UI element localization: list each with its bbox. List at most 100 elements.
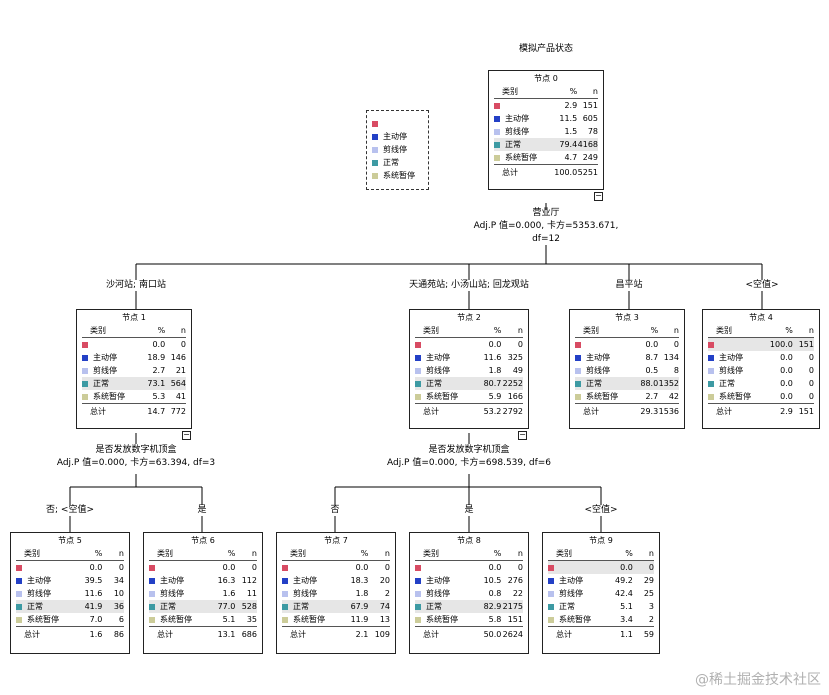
category-swatch-icon <box>82 367 88 374</box>
percent-value: 5.8 <box>488 615 502 624</box>
count-value: 35 <box>246 615 257 624</box>
percent-value: 4.7 <box>564 153 578 162</box>
header-percent: % <box>473 547 502 561</box>
category-label: 剪线停 <box>160 589 184 598</box>
percent-value: 2.9 <box>564 101 578 110</box>
category-label: 正常 <box>426 602 442 611</box>
category-swatch-icon <box>708 354 714 361</box>
category-label: 系统暂停 <box>586 392 618 401</box>
node-title: 节点 4 <box>749 313 773 322</box>
percent-value: 0.0 <box>89 563 103 572</box>
percent-value: 18.9 <box>147 353 166 362</box>
count-value: 4168 <box>577 138 598 151</box>
percent-value: 0.0 <box>488 340 502 349</box>
category-swatch-icon <box>282 603 288 610</box>
branch-label-node-1: 沙河站; 南口站 <box>105 280 167 291</box>
split-variable: 是否发放数字机顶盒 <box>95 445 177 455</box>
collapse-node-1-button[interactable]: − <box>182 430 191 440</box>
collapse-node-2-button[interactable]: − <box>518 430 527 440</box>
percent-value: 0.5 <box>645 366 659 375</box>
category-label: 剪线停 <box>93 366 117 375</box>
percent-value: 79.4 <box>550 138 578 151</box>
total-percent: 29.3 <box>631 403 659 420</box>
category-swatch-icon <box>282 564 288 571</box>
total-count: 1536 <box>658 403 679 420</box>
count-value: 8 <box>673 366 679 375</box>
percent-value: 11.6 <box>84 589 103 598</box>
node-title: 节点 0 <box>534 74 558 83</box>
node-table-header: 类别%n <box>494 85 598 99</box>
category-swatch-icon <box>149 577 155 584</box>
category-swatch-icon <box>82 393 88 400</box>
category-swatch-icon <box>282 616 288 623</box>
branch-label-node-3: 昌平站 <box>614 280 644 291</box>
node-title: 节点 9 <box>589 536 613 545</box>
node-table-header: 类别%n <box>16 547 124 561</box>
split-variable: 是否发放数字机顶盒 <box>428 445 510 455</box>
category-swatch-icon <box>415 367 421 374</box>
total-percent: 1.6 <box>74 626 103 643</box>
header-percent: % <box>207 547 236 561</box>
node-title: 节点 5 <box>58 536 82 545</box>
category-swatch-icon <box>494 128 500 135</box>
count-value: 0 <box>808 353 814 362</box>
collapse-node-0-button[interactable]: − <box>594 191 603 201</box>
header-percent: % <box>765 324 793 338</box>
total-count: 59 <box>632 626 654 643</box>
branch-label-node-5: 否; <空值> <box>45 505 95 516</box>
category-label: 剪线停 <box>426 366 450 375</box>
count-value: 49 <box>512 366 523 375</box>
total-percent: 2.9 <box>765 403 793 420</box>
category-label: 系统暂停 <box>426 615 458 624</box>
percent-value: 1.6 <box>222 589 236 598</box>
count-value: 2175 <box>501 600 523 613</box>
category-label: 系统暂停 <box>559 615 591 624</box>
count-value: 151 <box>582 101 598 110</box>
category-swatch-icon <box>415 564 421 571</box>
percent-value: 41.9 <box>74 600 103 613</box>
percent-value: 8.7 <box>645 353 659 362</box>
category-swatch-icon <box>149 564 155 571</box>
percent-value: 1.5 <box>564 127 578 136</box>
percent-value: 0.0 <box>780 353 793 362</box>
percent-value: 80.7 <box>473 377 502 390</box>
header-category: 类别 <box>415 547 474 561</box>
legend-item: 系统暂停 <box>372 169 428 182</box>
category-swatch-icon <box>708 380 714 387</box>
legend-swatch-icon <box>372 146 378 153</box>
legend-swatch-icon <box>372 172 378 179</box>
percent-value: 0.0 <box>355 563 369 572</box>
count-value: 21 <box>175 366 186 375</box>
category-label: 主动停 <box>426 576 450 585</box>
count-value: 249 <box>582 153 598 162</box>
count-value: 10 <box>113 589 124 598</box>
header-percent: % <box>605 547 633 561</box>
